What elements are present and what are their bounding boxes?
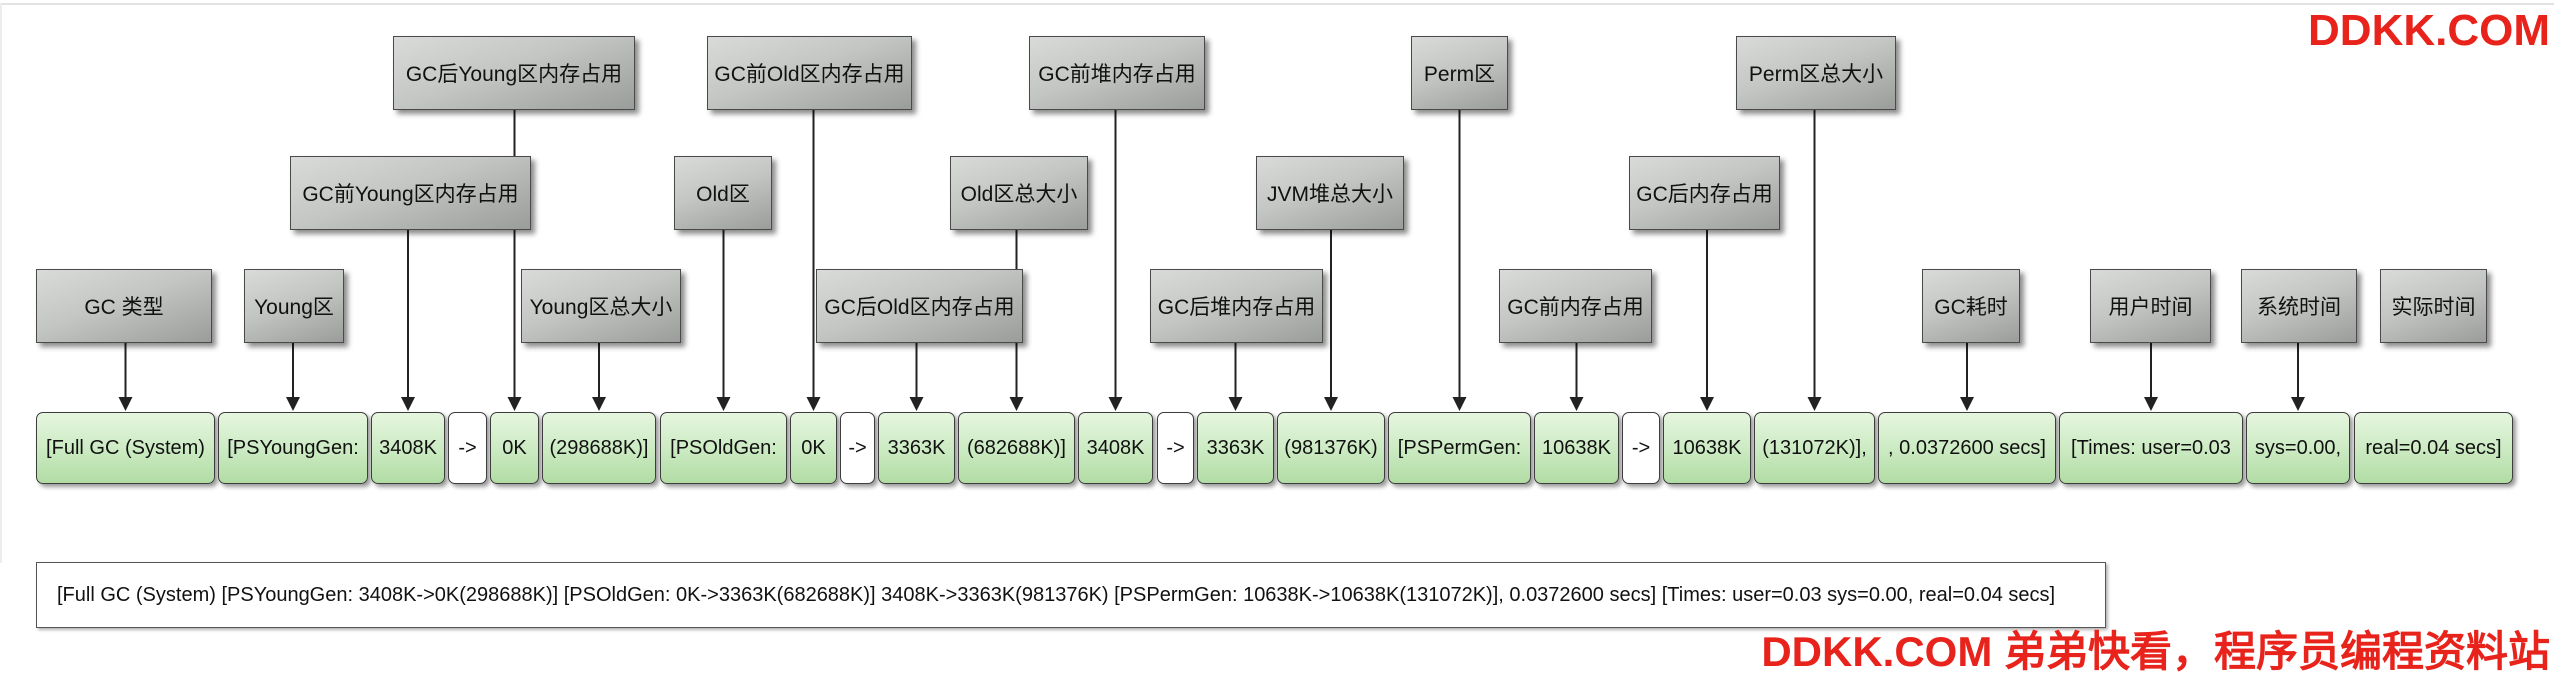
- label-young-after: GC后Young区内存占用: [393, 36, 635, 110]
- arrowhead: [1807, 397, 1822, 411]
- arrow-symbol-segment: ->: [448, 412, 487, 484]
- watermark-bottom: DDKK.COM 弟弟快看，程序员编程资料站: [1761, 628, 2550, 675]
- label-sys-time: 系统时间: [2241, 269, 2357, 343]
- young-before-segment: 3408K: [371, 412, 445, 484]
- arrow-symbol-segment: ->: [1622, 412, 1660, 484]
- perm-after-segment: 10638K: [1663, 412, 1751, 484]
- arrow-symbol-segment: ->: [840, 412, 875, 484]
- old-after-segment: 3363K: [878, 412, 955, 484]
- label-real-time: 实际时间: [2380, 269, 2487, 343]
- arrowhead: [1569, 397, 1584, 411]
- gc-duration-segment: , 0.0372600 secs]: [1878, 412, 2056, 484]
- arrowhead: [118, 397, 133, 411]
- sys-time-segment: sys=0.00,: [2246, 412, 2350, 484]
- frame-left-border: [0, 3, 2, 563]
- label-young-gen: Young区: [244, 269, 344, 343]
- frame-top-border: [0, 3, 2554, 5]
- arrowhead: [592, 397, 606, 411]
- label-gc-type: GC 类型: [36, 269, 212, 343]
- user-time-segment: [Times: user=0.03: [2059, 412, 2243, 484]
- old-gen-name-segment: [PSOldGen:: [660, 412, 787, 484]
- label-heap-before: GC前堆内存占用: [1029, 36, 1205, 110]
- label-old-after: GC后Old区内存占用: [816, 269, 1023, 343]
- perm-before-segment: 10638K: [1534, 412, 1619, 484]
- label-old-total: Old区总大小: [950, 156, 1088, 230]
- real-time-segment: real=0.04 secs]: [2354, 412, 2513, 484]
- young-total-segment: (298688K)]: [542, 412, 656, 484]
- arrowhead: [286, 397, 300, 411]
- full-log-text: [Full GC (System) [PSYoungGen: 3408K->0K…: [57, 583, 2056, 606]
- label-young-total: Young区总大小: [521, 269, 681, 343]
- arrowhead: [507, 397, 522, 411]
- label-perm-gen: Perm区: [1411, 36, 1508, 110]
- gc-type-segment: [Full GC (System): [36, 412, 215, 484]
- heap-after-segment: 3363K: [1197, 412, 1274, 484]
- perm-gen-name-segment: [PSPermGen:: [1388, 412, 1531, 484]
- arrowhead: [1960, 397, 1974, 411]
- label-old-before: GC前Old区内存占用: [707, 36, 912, 110]
- arrowhead: [1228, 397, 1243, 411]
- arrowhead: [1108, 397, 1123, 411]
- arrow-symbol-segment: ->: [1157, 412, 1194, 484]
- arrowhead: [2291, 397, 2305, 411]
- old-total-segment: (682688K)]: [958, 412, 1075, 484]
- label-user-time: 用户时间: [2090, 269, 2211, 343]
- heap-total-segment: (981376K): [1277, 412, 1385, 484]
- full-log-line: [Full GC (System) [PSYoungGen: 3408K->0K…: [36, 562, 2106, 628]
- arrowhead: [401, 397, 415, 411]
- arrowhead: [2144, 397, 2158, 411]
- label-heap-total: JVM堆总大小: [1256, 156, 1404, 230]
- label-gc-time: GC耗时: [1922, 269, 2020, 343]
- arrowhead: [1009, 397, 1024, 411]
- label-heap-after: GC后堆内存占用: [1150, 269, 1323, 343]
- young-after-segment: 0K: [490, 412, 539, 484]
- arrowhead: [806, 397, 821, 411]
- heap-before-segment: 3408K: [1078, 412, 1153, 484]
- young-gen-name-segment: [PSYoungGen:: [218, 412, 368, 484]
- arrowhead: [1700, 397, 1714, 411]
- arrowhead: [1452, 397, 1467, 411]
- label-young-before: GC前Young区内存占用: [290, 156, 531, 230]
- arrowhead: [716, 397, 731, 411]
- label-old-gen: Old区: [674, 156, 772, 230]
- label-mem-before: GC前内存占用: [1499, 269, 1652, 343]
- watermark-top: DDKK.COM: [2308, 6, 2550, 55]
- arrowhead: [909, 397, 924, 411]
- label-perm-total: Perm区总大小: [1736, 36, 1896, 110]
- arrowhead: [1324, 397, 1338, 411]
- label-mem-after: GC后内存占用: [1629, 156, 1780, 230]
- old-before-segment: 0K: [790, 412, 837, 484]
- perm-total-segment: (131072K)],: [1754, 412, 1875, 484]
